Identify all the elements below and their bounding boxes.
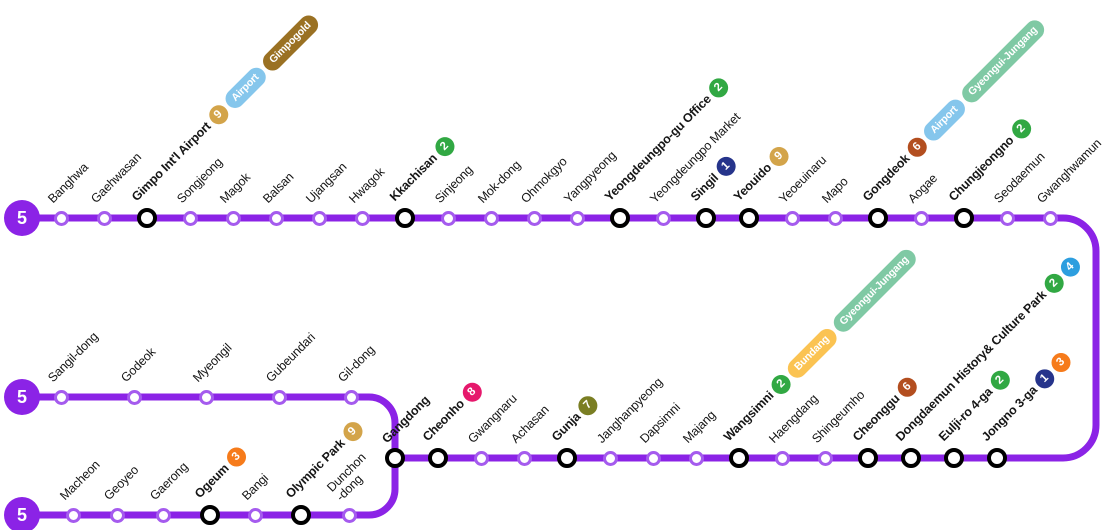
station-dot-cheonggu[interactable] xyxy=(858,448,878,468)
station-dot-janghanpyeong[interactable] xyxy=(602,450,618,466)
station-dot-aogae[interactable] xyxy=(913,210,929,226)
station-dot-kkachisan[interactable] xyxy=(395,208,415,228)
station-dot-olympic-park[interactable] xyxy=(291,505,311,525)
line5-rail xyxy=(22,214,1100,462)
station-dot-ogeum[interactable] xyxy=(200,505,220,525)
station-dot-achasan[interactable] xyxy=(516,450,532,466)
station-dot-gubeundari[interactable] xyxy=(271,389,287,405)
station-dot-gil-dong[interactable] xyxy=(343,389,359,405)
station-dot-gimpo-int-l-airport[interactable] xyxy=(137,208,157,228)
station-dot-seodaemun[interactable] xyxy=(999,210,1015,226)
station-dot-hwagok[interactable] xyxy=(354,210,370,226)
station-dot-eulji-ro-4-ga[interactable] xyxy=(944,448,964,468)
station-dot-macheon[interactable] xyxy=(65,507,81,523)
station-dot-gangdong[interactable] xyxy=(385,448,405,468)
station-dot-dunchon-dong[interactable] xyxy=(341,507,357,523)
station-dot-gwangnaru[interactable] xyxy=(473,450,489,466)
station-dot-dapsimni[interactable] xyxy=(645,450,661,466)
station-dot-chungjeongno[interactable] xyxy=(954,208,974,228)
line5-terminal-badge: 5 xyxy=(4,497,40,530)
station-dot-gunja[interactable] xyxy=(557,448,577,468)
station-dot-majang[interactable] xyxy=(688,450,704,466)
station-dot-mapo[interactable] xyxy=(827,210,843,226)
station-dot-godeok[interactable] xyxy=(126,389,142,405)
station-dot-songjeong[interactable] xyxy=(182,210,198,226)
station-dot-yeoeuinaru[interactable] xyxy=(784,210,800,226)
station-dot-sangil-dong[interactable] xyxy=(53,389,69,405)
station-dot-ujangsan[interactable] xyxy=(311,210,327,226)
station-dot-gwanghwamun[interactable] xyxy=(1042,210,1058,226)
station-dot-yeouido[interactable] xyxy=(739,208,759,228)
station-dot-gaerong[interactable] xyxy=(155,507,171,523)
station-dot-shingeumho[interactable] xyxy=(817,450,833,466)
line5-terminal-badge: 5 xyxy=(4,379,40,415)
station-dot-banghwa[interactable] xyxy=(53,210,69,226)
station-dot-ohmokgyo[interactable] xyxy=(526,210,542,226)
station-dot-sinjeong[interactable] xyxy=(440,210,456,226)
station-dot-balsan[interactable] xyxy=(268,210,284,226)
station-dot-mok-dong[interactable] xyxy=(483,210,499,226)
station-dot-haengdang[interactable] xyxy=(774,450,790,466)
station-dot-wangsimni[interactable] xyxy=(729,448,749,468)
station-dot-jongno-3-ga[interactable] xyxy=(987,448,1007,468)
station-dot-bangi[interactable] xyxy=(247,507,263,523)
station-dot-myeongil[interactable] xyxy=(198,389,214,405)
station-dot-dongdaemun-history-culture-park[interactable] xyxy=(901,448,921,468)
station-dot-yangpyeong[interactable] xyxy=(569,210,585,226)
station-dot-singil[interactable] xyxy=(696,208,716,228)
station-dot-cheonho[interactable] xyxy=(428,448,448,468)
line5-terminal-badge: 5 xyxy=(4,200,40,236)
station-dot-gongdeok[interactable] xyxy=(868,208,888,228)
station-dot-magok[interactable] xyxy=(225,210,241,226)
station-dot-yeongdeungpo-market[interactable] xyxy=(655,210,671,226)
station-dot-gaehwasan[interactable] xyxy=(96,210,112,226)
station-dot-yeongdeungpo-gu-office[interactable] xyxy=(610,208,630,228)
station-dot-geoyeo[interactable] xyxy=(109,507,125,523)
